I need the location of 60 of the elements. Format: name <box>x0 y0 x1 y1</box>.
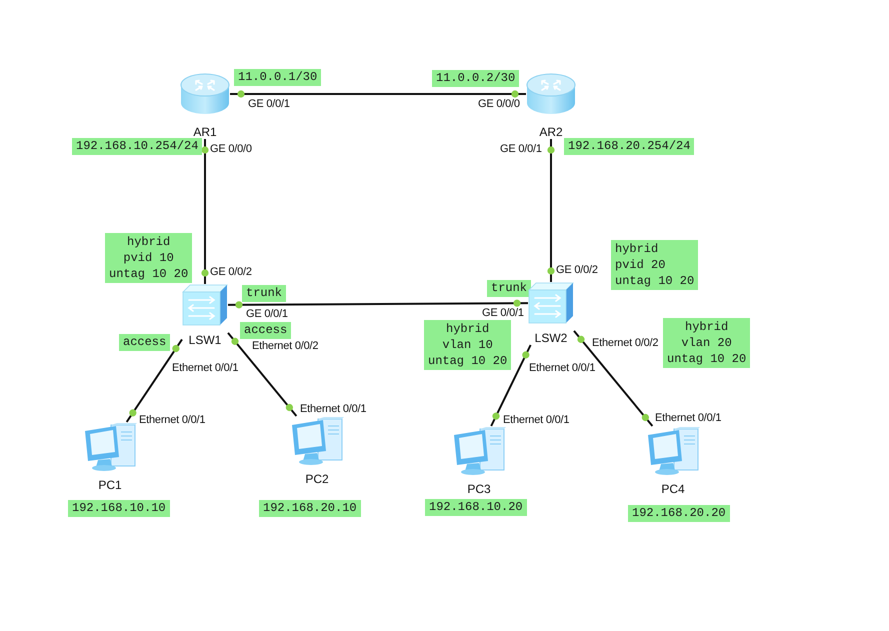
port-label: Ethernet 0/0/1 <box>172 362 238 375</box>
device-name: LSW2 <box>534 331 568 345</box>
config-line: untag 10 20 <box>615 273 694 289</box>
config-line: pvid 20 <box>615 257 666 273</box>
network-link <box>573 330 654 427</box>
port-label: Ethernet 0/0/1 <box>655 412 722 425</box>
network-link <box>547 139 555 282</box>
ip-address-note: 11.0.0.2/30 <box>432 70 520 87</box>
ip-address-note: 192.168.20.254/24 <box>564 138 694 155</box>
port-label: Ethernet 0/0/2 <box>252 340 318 353</box>
config-line: untag 10 20 <box>428 353 508 369</box>
device-name: AR1 <box>193 125 217 139</box>
network-link <box>227 332 298 417</box>
port-label: GE 0/0/2 <box>556 264 598 277</box>
config-line: vlan 20 <box>681 335 732 351</box>
config-line: hybrid <box>615 241 658 257</box>
ip-address-note: 192.168.20.20 <box>628 505 730 522</box>
device-name: PC1 <box>98 478 122 492</box>
port-label: GE 0/0/1 <box>500 143 542 156</box>
config-line: hybrid <box>446 321 490 337</box>
port-mode-note: access <box>240 322 292 339</box>
config-line: vlan 10 <box>442 337 493 353</box>
network-link <box>201 139 209 284</box>
device-name: PC2 <box>305 472 329 486</box>
port-mode-note: access <box>119 334 170 351</box>
device-name: PC3 <box>467 482 491 496</box>
device-name: AR2 <box>539 125 563 139</box>
port-label: GE 0/0/1 <box>482 307 524 320</box>
config-line: hybrid <box>127 234 170 250</box>
config-line: pvid 10 <box>123 250 174 266</box>
port-label: GE 0/0/1 <box>248 98 290 111</box>
ip-address-note: 192.168.20.10 <box>259 500 361 517</box>
port-label: Ethernet 0/0/1 <box>300 403 366 416</box>
port-mode-note <box>611 240 698 290</box>
network-link <box>230 90 526 98</box>
network-link <box>490 344 532 426</box>
ip-address-note: 11.0.0.1/30 <box>234 69 322 86</box>
network-link <box>228 300 528 308</box>
port-label: GE 0/0/1 <box>246 308 288 321</box>
port-label: Ethernet 0/0/2 <box>592 337 658 350</box>
port-mode-note <box>105 233 192 283</box>
port-mode-note: trunk <box>242 285 286 302</box>
ip-address-note: 192.168.10.20 <box>425 499 527 516</box>
port-label: Ethernet 0/0/1 <box>529 362 596 375</box>
device-name: LSW1 <box>188 333 222 347</box>
config-line: untag 10 20 <box>667 351 746 367</box>
device-name: PC4 <box>661 482 685 496</box>
port-mode-note <box>663 318 750 368</box>
port-label: GE 0/0/0 <box>210 143 252 156</box>
port-label: GE 0/0/2 <box>210 266 252 279</box>
port-label: GE 0/0/0 <box>478 98 520 111</box>
config-line: untag 10 20 <box>109 266 188 282</box>
ip-address-note: 192.168.10.10 <box>68 500 170 517</box>
port-label: Ethernet 0/0/1 <box>503 414 570 427</box>
port-mode-note <box>424 320 512 370</box>
port-label: Ethernet 0/0/1 <box>139 414 206 427</box>
network-link <box>126 338 183 423</box>
ip-address-note: 192.168.10.254/24 <box>72 138 202 155</box>
config-line: hybrid <box>685 319 728 335</box>
port-mode-note: trunk <box>487 280 532 297</box>
